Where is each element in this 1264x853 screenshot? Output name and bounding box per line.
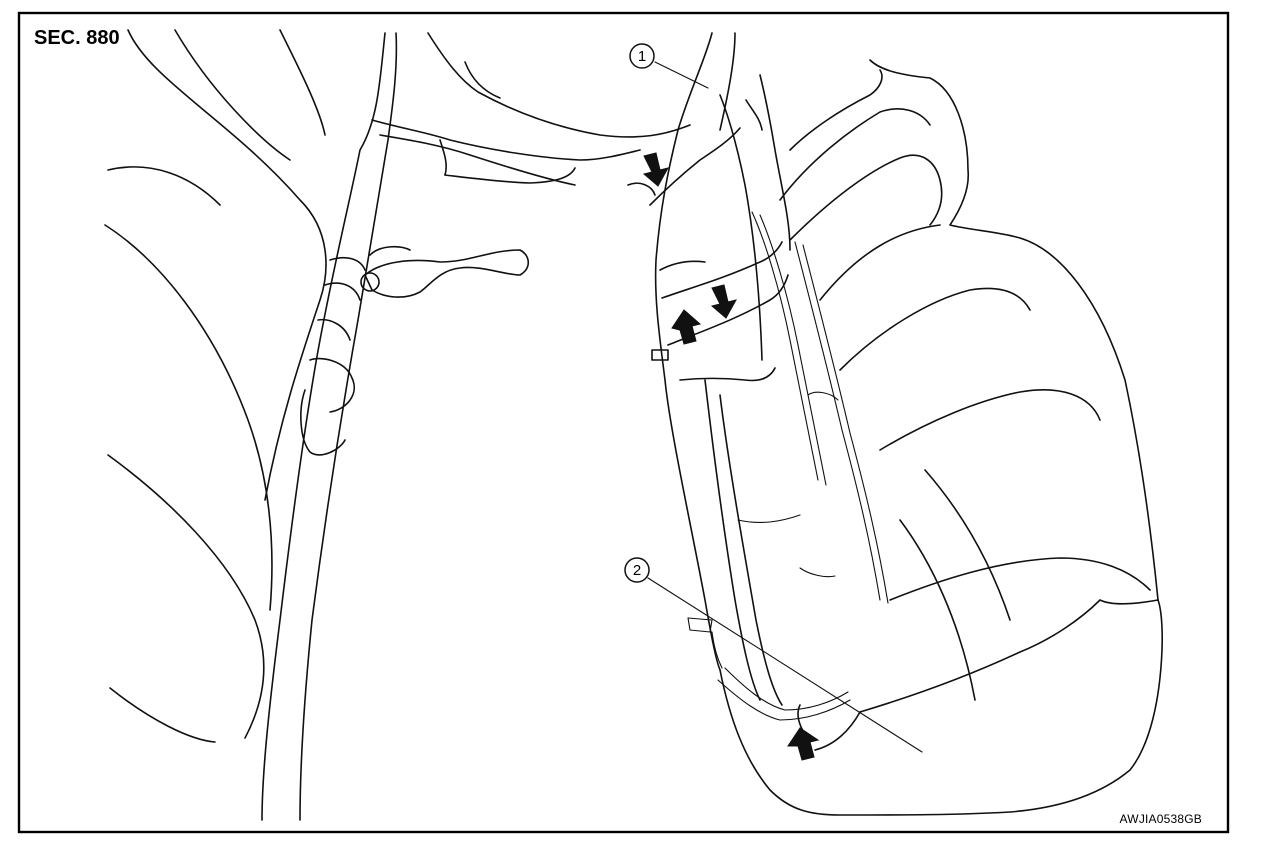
down-arrow-icon [642,152,669,187]
figure-code: AWJIA0538GB [1119,812,1202,826]
seat-frame-wire [687,211,889,721]
callout-1: 1 [629,43,655,69]
callout-2-number: 2 [633,562,641,579]
seat-cushion-assembly [719,59,1163,816]
up-arrow-icon [787,727,820,761]
figure-frame [17,11,1230,834]
seat-top-frame [371,32,691,186]
callout-1-number: 1 [638,48,646,65]
callout-2: 2 [624,557,650,583]
section-label: SEC. 880 [34,27,120,49]
callout-leaders [647,61,923,753]
left-seat-side-frame [261,32,530,821]
seatback-assembly [627,32,791,706]
up-arrow-icon [671,309,702,345]
down-arrow-icon [710,284,737,319]
left-seatback [104,29,327,743]
